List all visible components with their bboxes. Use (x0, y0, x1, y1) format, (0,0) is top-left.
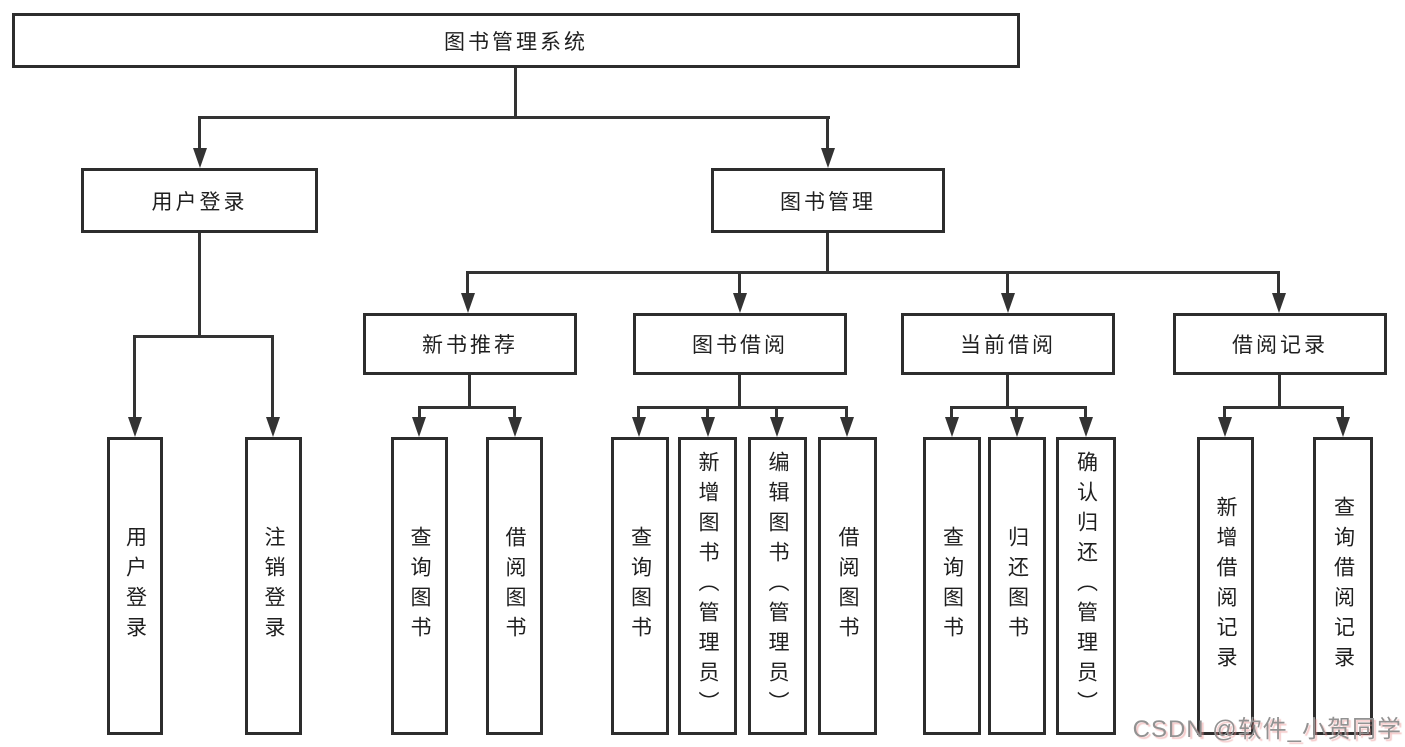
connector-line (1015, 406, 1018, 419)
connector-line (845, 406, 848, 419)
connector-line (951, 406, 1087, 409)
arrowhead-down (632, 417, 646, 437)
node-label: 新书推荐 (422, 334, 518, 357)
node-current-borrowing: 当前借阅 (901, 313, 1115, 375)
node-book-borrowing: 图书借阅 (633, 313, 847, 375)
leaf-add-book-admin: 新增图书（管理员） (678, 437, 737, 735)
leaf-label: 确认归还（管理员） (1074, 451, 1098, 721)
connector-line (1223, 406, 1226, 419)
arrowhead-down (412, 417, 426, 437)
leaf-query-books-current: 查询图书 (923, 437, 981, 735)
connector-line (467, 271, 1280, 274)
arrowhead-down (821, 148, 835, 168)
connector-line (513, 406, 516, 419)
connector-line (826, 116, 829, 150)
csdn-watermark: CSDN @软件_小贺同学 (1132, 716, 1402, 743)
leaf-edit-book-admin: 编辑图书（管理员） (748, 437, 807, 735)
node-library-management-system: 图书管理系统 (12, 13, 1020, 68)
leaf-label: 注销登录 (262, 526, 285, 646)
node-new-book-recommendation: 新书推荐 (363, 313, 577, 375)
connector-line (638, 406, 848, 409)
connector-line (706, 406, 709, 419)
arrowhead-down (266, 417, 280, 437)
node-borrowing-records: 借阅记录 (1173, 313, 1387, 375)
connector-line (1006, 375, 1009, 408)
leaf-user-login: 用户登录 (107, 437, 163, 735)
connector-line (466, 271, 469, 295)
node-user-login: 用户登录 (81, 168, 318, 233)
leaf-query-books-recommend: 查询图书 (391, 437, 448, 735)
connector-line (738, 271, 741, 295)
connector-line (133, 335, 136, 417)
connector-line (826, 233, 829, 273)
arrowhead-down (1272, 293, 1286, 313)
arrowhead-down (461, 293, 475, 313)
node-label: 用户登录 (151, 190, 248, 214)
connector-line (468, 375, 471, 408)
connector-line (1341, 406, 1344, 419)
connector-line (1278, 375, 1281, 408)
arrowhead-down (1336, 417, 1350, 437)
connector-line (1006, 271, 1009, 295)
leaf-label: 归还图书 (1005, 526, 1029, 646)
leaf-return-books: 归还图书 (988, 437, 1046, 735)
connector-line (198, 116, 201, 150)
node-label: 当前借阅 (960, 334, 1056, 357)
leaf-borrow-books: 借阅图书 (818, 437, 877, 735)
leaf-label: 查询图书 (628, 526, 652, 646)
connector-line (514, 68, 517, 117)
leaf-label: 查询图书 (408, 526, 431, 646)
leaf-add-borrow-record: 新增借阅记录 (1197, 437, 1254, 735)
node-label: 图书管理 (780, 190, 876, 214)
leaf-label: 借阅图书 (503, 526, 526, 646)
arrowhead-down (945, 417, 959, 437)
connector-line (134, 335, 274, 338)
leaf-label: 查询图书 (940, 526, 964, 646)
connector-line (1224, 406, 1344, 409)
connector-line (775, 406, 778, 419)
leaf-query-borrow-record: 查询借阅记录 (1313, 437, 1373, 735)
node-label: 借阅记录 (1232, 334, 1328, 357)
leaf-label: 借阅图书 (836, 526, 859, 646)
connector-line (637, 406, 640, 419)
arrowhead-down (840, 417, 854, 437)
arrowhead-down (770, 417, 784, 437)
leaf-label: 新增图书（管理员） (696, 451, 719, 721)
arrowhead-down (733, 293, 747, 313)
connector-line (198, 116, 830, 119)
arrowhead-down (1218, 417, 1232, 437)
connector-line (198, 233, 201, 337)
leaf-borrow-books-recommend: 借阅图书 (486, 437, 543, 735)
connector-line (1084, 406, 1087, 419)
leaf-confirm-return-admin: 确认归还（管理员） (1056, 437, 1116, 735)
leaf-logout: 注销登录 (245, 437, 302, 735)
connector-line (418, 406, 516, 409)
arrowhead-down (1079, 417, 1093, 437)
connector-line (1277, 271, 1280, 295)
node-label: 图书借阅 (692, 334, 788, 357)
node-book-management: 图书管理 (711, 168, 945, 233)
arrowhead-down (193, 148, 207, 168)
leaf-label: 新增借阅记录 (1214, 496, 1237, 676)
leaf-label: 查询借阅记录 (1331, 496, 1355, 676)
leaf-query-books-borrow: 查询图书 (611, 437, 669, 735)
connector-line (950, 406, 953, 419)
arrowhead-down (1010, 417, 1024, 437)
node-label: 图书管理系统 (444, 30, 588, 54)
connector-line (418, 406, 421, 419)
arrowhead-down (128, 417, 142, 437)
connector-line (738, 375, 741, 408)
leaf-label: 用户登录 (123, 526, 147, 646)
arrowhead-down (1001, 293, 1015, 313)
arrowhead-down (508, 417, 522, 437)
connector-line (271, 335, 274, 417)
leaf-label: 编辑图书（管理员） (766, 451, 789, 721)
arrowhead-down (701, 417, 715, 437)
